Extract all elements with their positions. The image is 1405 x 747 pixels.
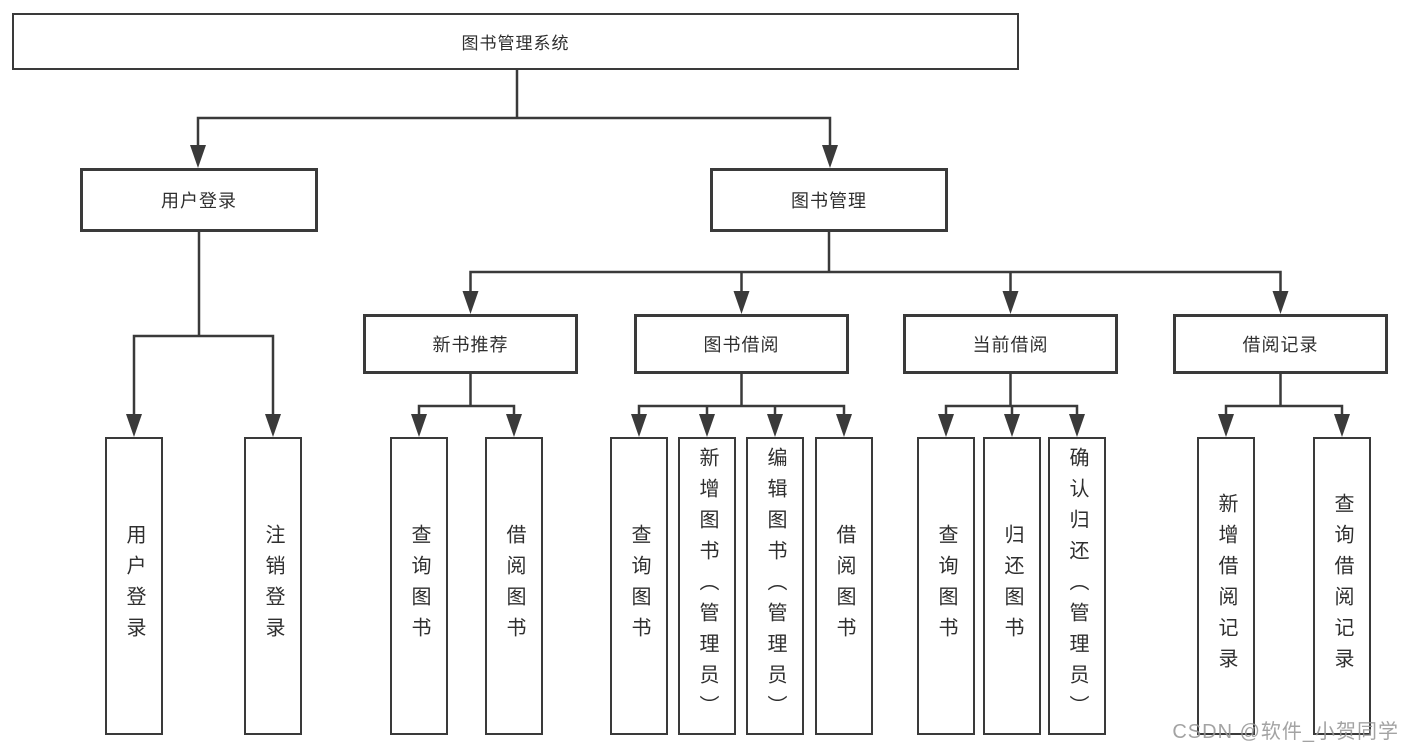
node-current-borrow: 当前借阅 bbox=[903, 314, 1118, 374]
arrowhead bbox=[836, 414, 852, 437]
connector-bookmgmt-to-level2 bbox=[469, 230, 1282, 298]
leaf-label: 借阅图书 bbox=[833, 524, 855, 648]
arrowhead bbox=[822, 145, 838, 168]
connector-borrow-to-leaves bbox=[637, 372, 846, 422]
connector-current-to-leaves bbox=[944, 372, 1079, 422]
connector-userlogin-to-leaves bbox=[132, 230, 275, 422]
node-book-borrow: 图书借阅 bbox=[634, 314, 849, 374]
leaf-label: 查询图书 bbox=[935, 524, 957, 648]
leaf-query-borrow-record: 查询借阅记录 bbox=[1313, 437, 1371, 735]
arrowhead bbox=[1334, 414, 1350, 437]
arrowhead bbox=[733, 291, 750, 314]
connector-recommend-to-leaves bbox=[417, 372, 516, 422]
arrowhead bbox=[265, 414, 281, 437]
arrowhead bbox=[767, 414, 783, 437]
node-root-label: 图书管理系统 bbox=[461, 34, 570, 53]
leaf-add-books-admin: 新增图书（管理员） bbox=[678, 437, 736, 735]
arrowhead bbox=[1069, 414, 1085, 437]
node-borrow-records: 借阅记录 bbox=[1173, 314, 1388, 374]
arrowhead bbox=[1272, 291, 1289, 314]
node-label: 用户登录 bbox=[161, 191, 237, 211]
node-label: 图书管理 bbox=[791, 191, 867, 211]
leaf-add-borrow-record: 新增借阅记录 bbox=[1197, 437, 1255, 735]
leaf-label: 编辑图书（管理员） bbox=[764, 446, 786, 726]
arrowhead bbox=[699, 414, 715, 437]
connector-records-to-leaves bbox=[1224, 372, 1344, 422]
arrowhead bbox=[411, 414, 427, 437]
leaf-logout-login: 注销登录 bbox=[244, 437, 302, 735]
arrowhead bbox=[126, 414, 142, 437]
leaf-label: 归还图书 bbox=[1001, 524, 1023, 648]
leaf-borrow-query-books: 查询图书 bbox=[610, 437, 668, 735]
leaf-label: 新增图书（管理员） bbox=[696, 446, 718, 726]
leaf-borrow-books: 借阅图书 bbox=[815, 437, 873, 735]
leaf-edit-books-admin: 编辑图书（管理员） bbox=[746, 437, 804, 735]
leaf-label: 注销登录 bbox=[262, 524, 284, 648]
node-user-login: 用户登录 bbox=[80, 168, 318, 232]
arrowhead bbox=[1004, 414, 1020, 437]
node-label: 图书借阅 bbox=[703, 335, 780, 355]
node-root: 图书管理系统 bbox=[12, 13, 1019, 70]
arrowhead bbox=[506, 414, 522, 437]
arrowhead bbox=[1002, 291, 1019, 314]
arrowhead bbox=[1218, 414, 1234, 437]
leaf-return-books: 归还图书 bbox=[983, 437, 1041, 735]
leaf-label: 借阅图书 bbox=[503, 524, 525, 648]
leaf-label: 用户登录 bbox=[123, 524, 145, 648]
arrowhead bbox=[190, 145, 206, 168]
leaf-label: 确认归还（管理员） bbox=[1066, 446, 1088, 726]
node-label: 新书推荐 bbox=[432, 335, 509, 355]
node-label: 当前借阅 bbox=[972, 335, 1049, 355]
connector-root-to-level1 bbox=[196, 68, 832, 152]
arrowhead bbox=[938, 414, 954, 437]
leaf-current-query-books: 查询图书 bbox=[917, 437, 975, 735]
csdn-watermark: CSDN @软件_小贺同学 bbox=[1172, 721, 1399, 743]
node-label: 借阅记录 bbox=[1242, 335, 1319, 355]
leaf-recommend-borrow-books: 借阅图书 bbox=[485, 437, 543, 735]
leaf-user-login: 用户登录 bbox=[105, 437, 163, 735]
leaf-confirm-return-admin: 确认归还（管理员） bbox=[1048, 437, 1106, 735]
arrowhead bbox=[462, 291, 479, 314]
leaf-label: 查询图书 bbox=[408, 524, 430, 648]
node-book-management: 图书管理 bbox=[710, 168, 948, 232]
leaf-label: 查询借阅记录 bbox=[1331, 493, 1353, 679]
node-new-book-recommend: 新书推荐 bbox=[363, 314, 578, 374]
leaf-label: 新增借阅记录 bbox=[1215, 493, 1237, 679]
leaf-label: 查询图书 bbox=[628, 524, 650, 648]
arrowhead bbox=[631, 414, 647, 437]
leaf-recommend-query-books: 查询图书 bbox=[390, 437, 448, 735]
